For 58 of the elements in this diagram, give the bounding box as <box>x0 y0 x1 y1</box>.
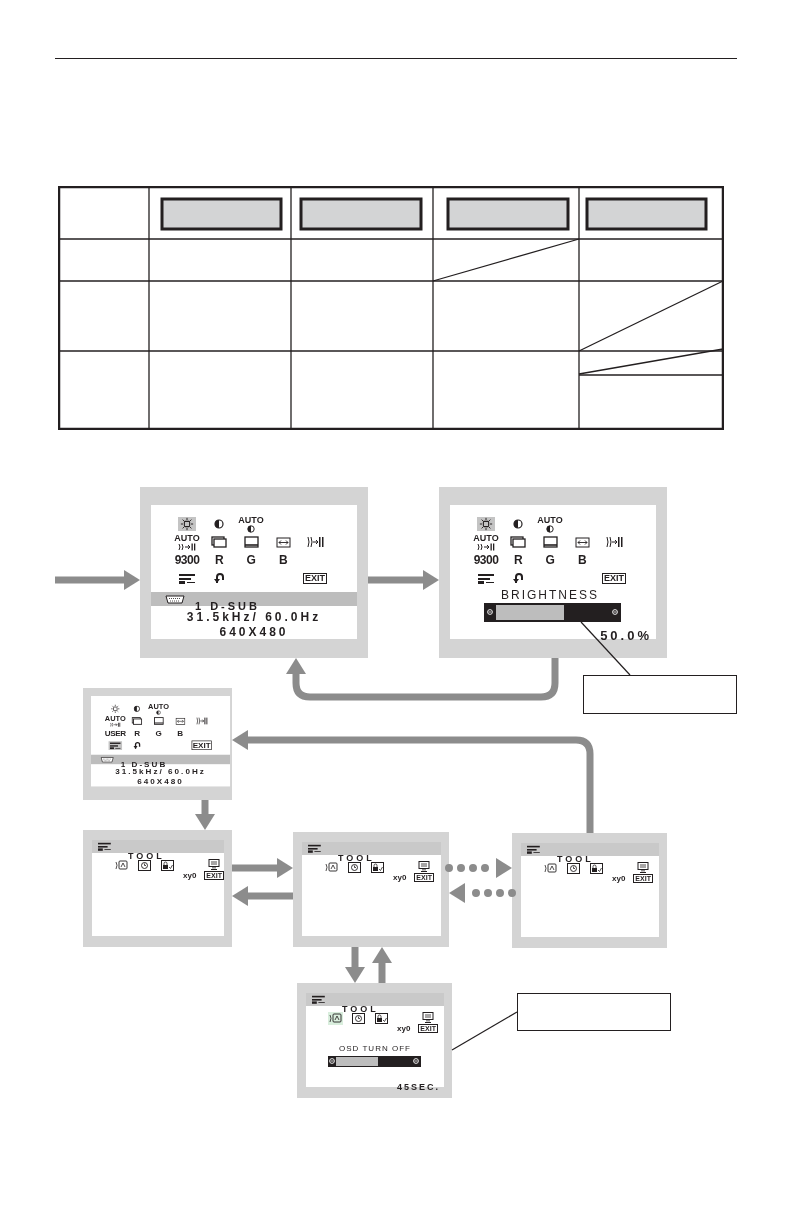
leader-line <box>580 621 631 676</box>
information-label: xy0 <box>393 873 407 882</box>
color-mode-label: 9300 <box>174 554 200 566</box>
arrow <box>372 947 392 983</box>
arrow <box>232 730 594 833</box>
menu-screen <box>140 487 368 658</box>
resolution-label: 640X480 <box>137 777 184 786</box>
setting-label: OSD TURN OFF <box>339 1045 411 1053</box>
arrow <box>232 886 293 906</box>
resolution-label: 640X480 <box>219 626 289 638</box>
arrow <box>345 947 365 983</box>
tool-screen <box>83 830 232 947</box>
color-channel-label: G <box>246 554 256 566</box>
arrow <box>286 658 559 701</box>
tool-screen <box>512 833 667 948</box>
tool-screen <box>297 983 452 1098</box>
tool-screen <box>293 832 449 947</box>
setting-label: BRIGHTNESS <box>501 589 599 601</box>
menu-title: TOOL <box>342 1004 379 1014</box>
menu-screen <box>83 688 232 800</box>
arrow <box>232 858 293 878</box>
frequency-label: 31.5kHz/ 60.0Hz <box>115 766 206 775</box>
menu-title: TOOL <box>128 851 165 861</box>
color-channel-label: G <box>545 554 555 566</box>
color-channel-label: R <box>134 729 140 738</box>
arrow <box>445 858 512 878</box>
color-channel-label: B <box>278 554 288 566</box>
menu-title: TOOL <box>338 853 375 863</box>
auto-label: AUTO <box>174 533 200 543</box>
auto-label: AUTO <box>537 515 563 525</box>
color-channel-label: G <box>155 729 162 738</box>
arrow <box>449 883 516 903</box>
information-label: xy0 <box>397 1024 411 1033</box>
color-channel-label: R <box>513 554 523 566</box>
information-label: xy0 <box>183 871 197 880</box>
input-label: 1 D-SUB <box>120 759 168 769</box>
slider-bar <box>484 603 621 622</box>
arrow <box>195 800 215 830</box>
color-channel-label: B <box>577 554 587 566</box>
auto-label: AUTO <box>473 533 499 543</box>
menu-title: TOOL <box>557 854 594 864</box>
exit-label: EXIT <box>303 572 327 584</box>
menu-screen <box>439 487 667 658</box>
information-label: xy0 <box>612 874 626 883</box>
exit-label: EXIT <box>602 572 626 584</box>
input-label: 1 D-SUB <box>195 600 260 612</box>
callout-box <box>583 675 737 714</box>
color-channel-label: B <box>177 729 183 738</box>
arrow <box>368 570 439 590</box>
frequency-label: 31.5kHz/ 60.0Hz <box>186 611 322 623</box>
color-mode-label: USER <box>104 729 126 738</box>
value-label: 45SEC. <box>396 1082 440 1092</box>
color-channel-label: R <box>214 554 224 566</box>
value-label: 50.0% <box>600 628 652 643</box>
color-mode-label: 9300 <box>473 554 499 566</box>
leader-line <box>451 1011 518 1051</box>
auto-label: AUTO <box>238 515 264 525</box>
callout-box <box>517 993 671 1031</box>
